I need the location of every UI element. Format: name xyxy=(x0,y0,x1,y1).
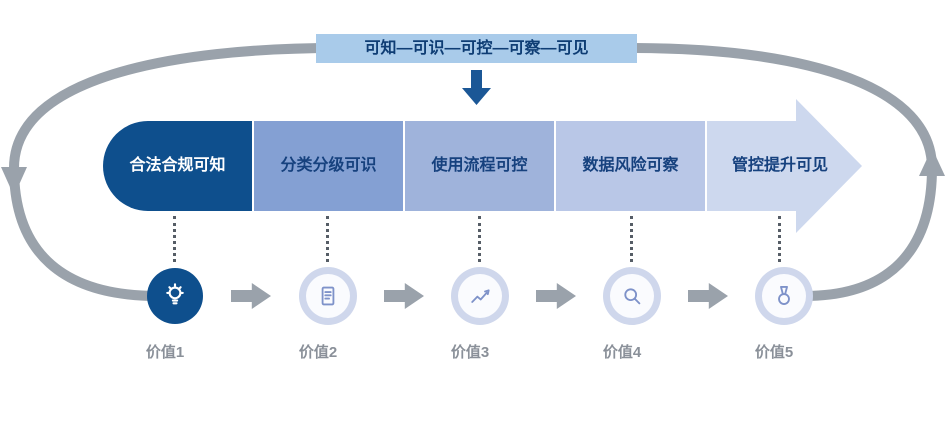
value-circle-4 xyxy=(603,267,661,325)
stage-segment-5 xyxy=(707,121,796,211)
magnifier-icon xyxy=(624,288,641,305)
stage-4-label: 数据风险可察 xyxy=(582,157,679,174)
stage-segment-3: 使用流程可控 xyxy=(405,121,554,211)
stage-3-label: 使用流程可控 xyxy=(431,157,528,174)
right-loop-arrowhead-icon xyxy=(919,148,945,176)
document-icon xyxy=(321,286,335,306)
dotted-connector-2 xyxy=(326,216,329,262)
dotted-connector-3 xyxy=(478,216,481,262)
value-circle-4-inner xyxy=(610,274,654,318)
value-circle-3 xyxy=(451,267,509,325)
stage-5-label: 管控提升可见 xyxy=(731,157,828,174)
stage-segment-4: 数据风险可察 xyxy=(556,121,705,211)
value-circle-5 xyxy=(755,267,813,325)
stage-1-label: 合法合规可知 xyxy=(129,157,226,174)
value-circle-1 xyxy=(147,268,203,324)
value-5-label: 价值5 xyxy=(754,344,794,361)
value-3-label: 价值3 xyxy=(450,344,490,361)
value-circle-5-inner xyxy=(762,274,806,318)
medal-icon xyxy=(778,285,790,305)
dotted-connector-5 xyxy=(778,216,781,262)
lightbulb-icon xyxy=(166,283,184,305)
cycle-banner-label: 可知—可识—可控—可察—可见 xyxy=(364,40,589,57)
stage-segment-1: 合法合规可知 xyxy=(103,121,252,211)
value-4-label: 价值4 xyxy=(602,344,642,361)
value-2-label: 价值2 xyxy=(298,344,338,361)
left-loop-arc xyxy=(8,43,339,301)
cycle-banner: 可知—可识—可控—可察—可见 xyxy=(316,34,637,63)
dotted-connector-4 xyxy=(630,216,633,262)
chart-icon xyxy=(471,289,490,303)
stage-2-label: 分类分级可识 xyxy=(280,157,377,174)
down-arrow-icon xyxy=(471,70,482,89)
value-circle-3-inner xyxy=(458,274,502,318)
value-1-label: 价值1 xyxy=(145,344,185,361)
dotted-connector-1 xyxy=(173,216,176,262)
left-loop-arrowhead-icon xyxy=(1,167,27,196)
stage-segment-2: 分类分级可识 xyxy=(254,121,403,211)
value-circle-2-inner xyxy=(306,274,350,318)
value-circle-2 xyxy=(299,267,357,325)
